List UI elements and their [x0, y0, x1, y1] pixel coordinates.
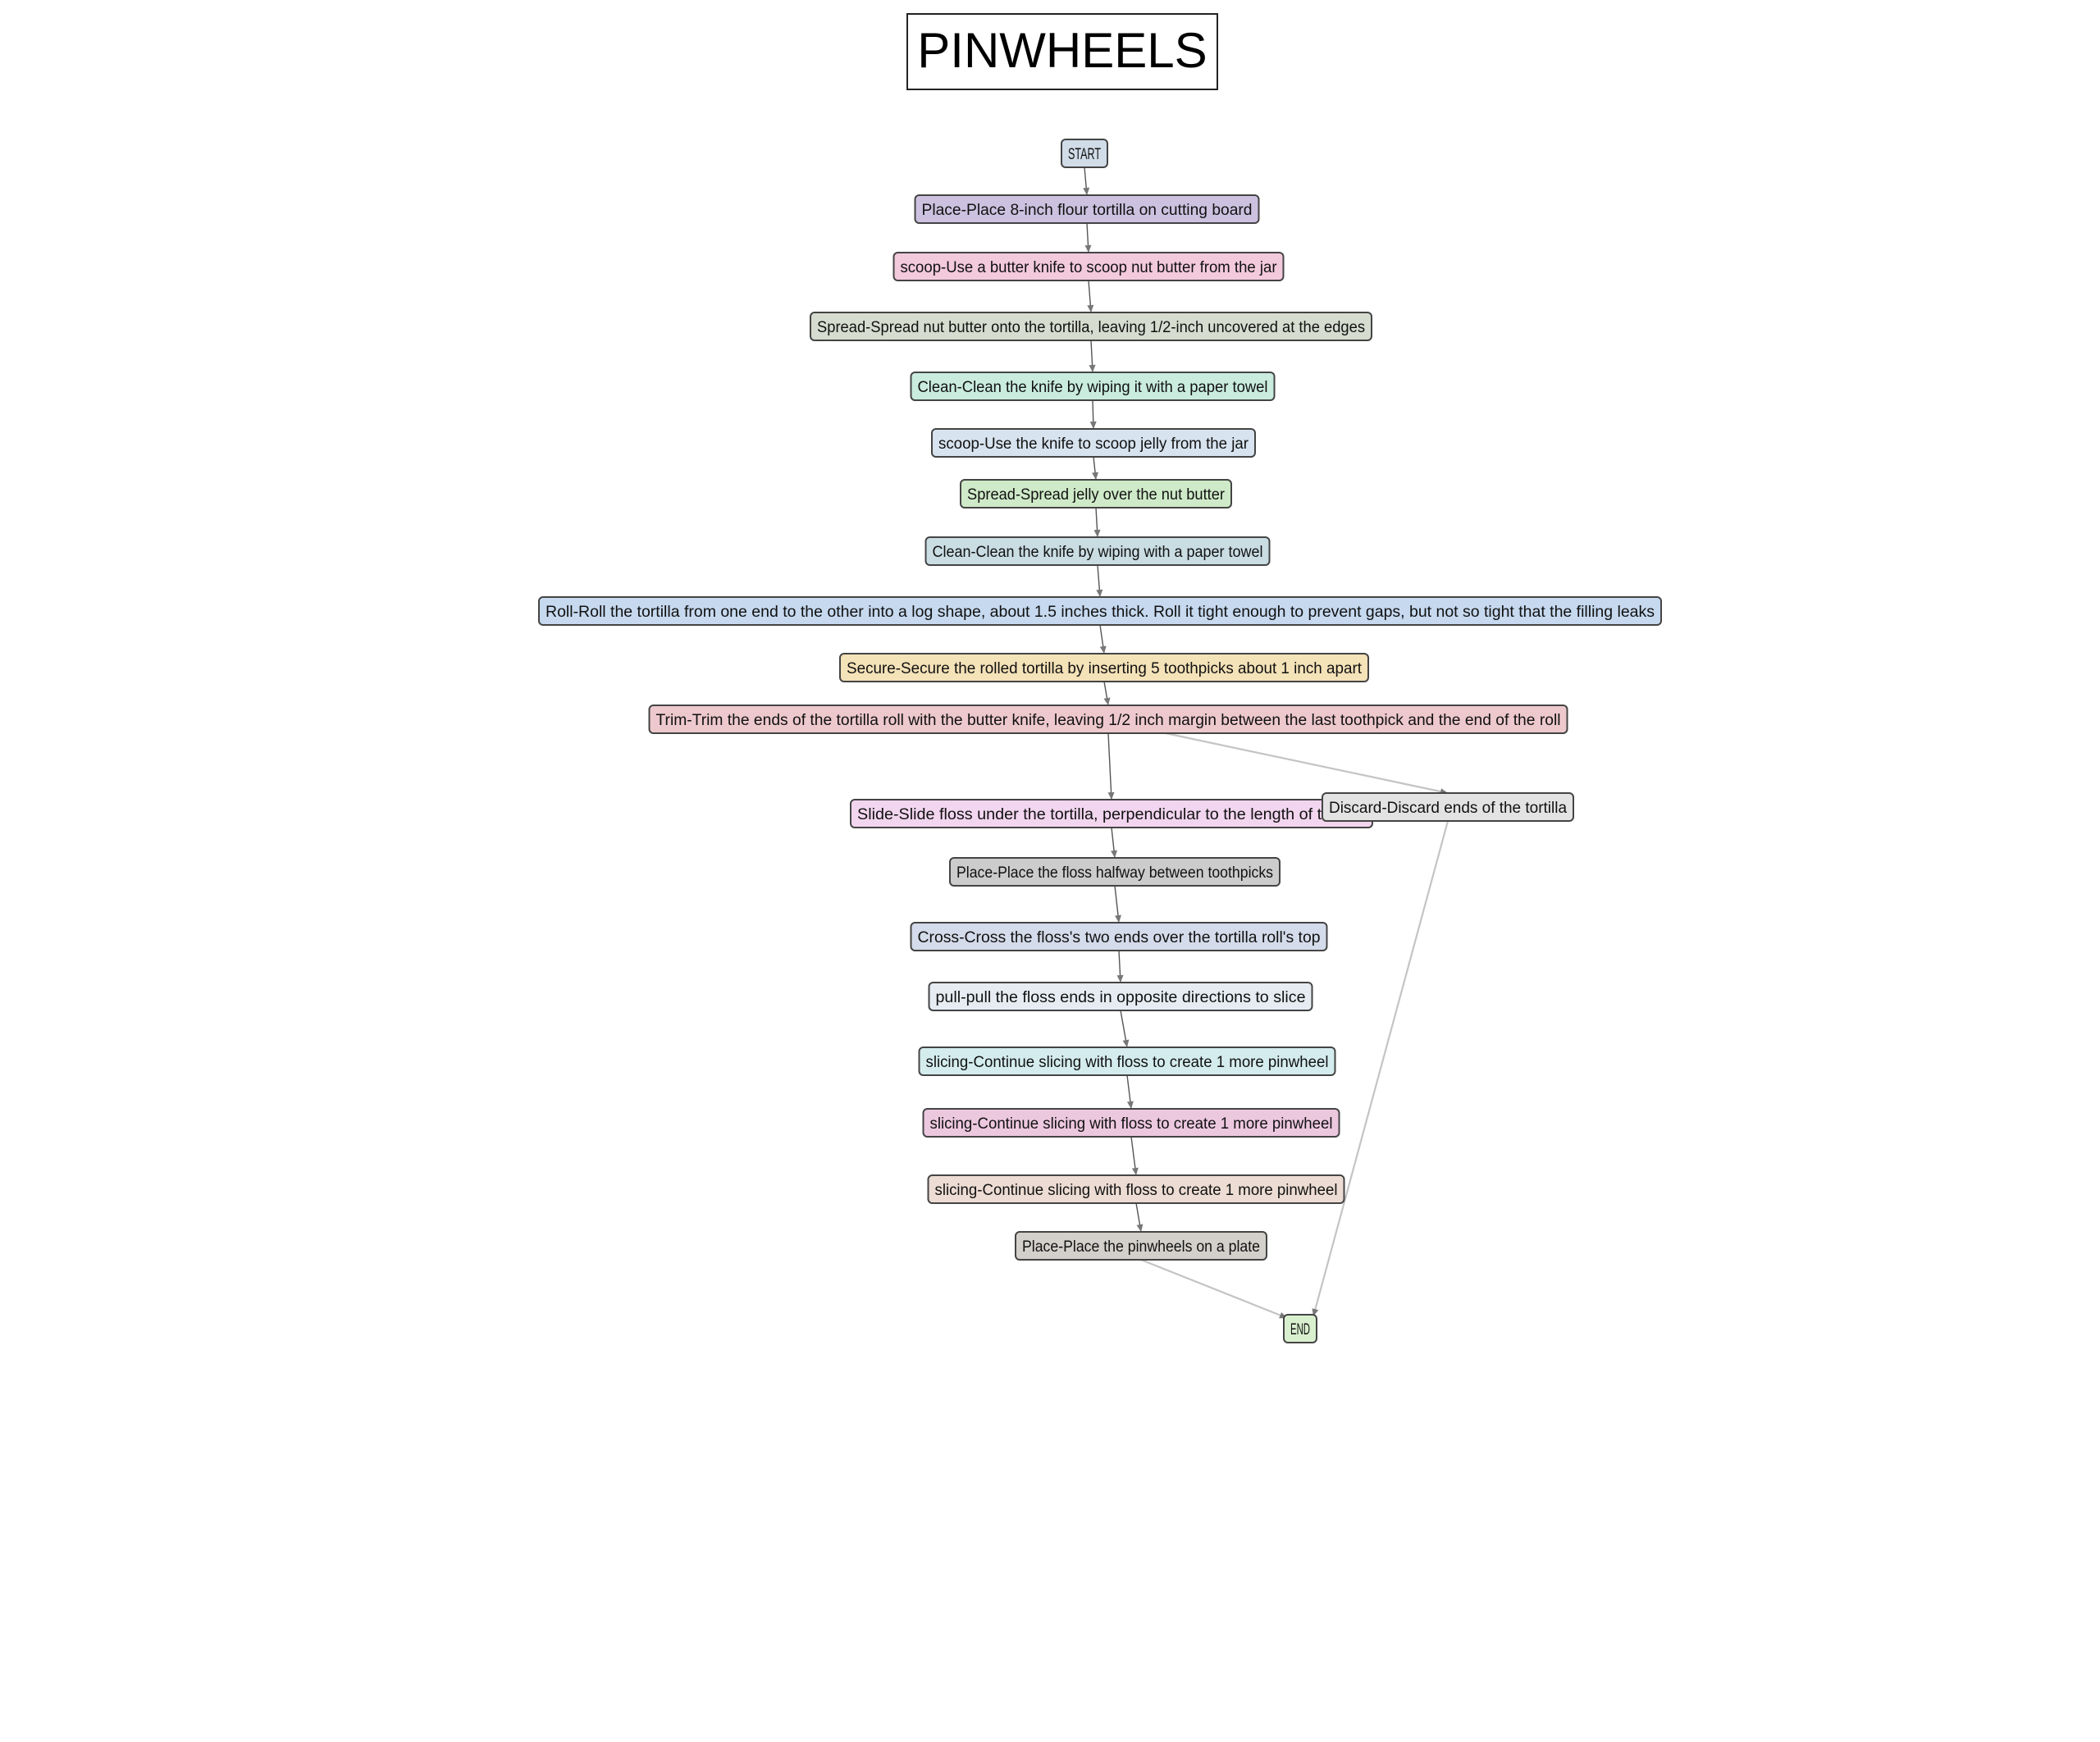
flow-node-label: Secure-Secure the rolled tortilla by ins… [847, 660, 1363, 677]
flow-node-start: START [1061, 139, 1108, 168]
edge-arrowhead [1096, 589, 1103, 597]
flow-node-box [960, 479, 1232, 508]
flow-node-label: Clean-Clean the knife by wiping with a p… [933, 544, 1263, 561]
flow-node-label: Place-Place the floss halfway between to… [956, 864, 1273, 882]
flow-node-box [1061, 139, 1108, 168]
flow-node-n13: Place-Place the floss halfway between to… [949, 857, 1281, 887]
edge-n10-n11 [1107, 732, 1112, 800]
flow-node-label: Trim-Trim the ends of the tortilla roll … [656, 712, 1561, 729]
flow-node-n8: Roll-Roll the tortilla from one end to t… [538, 596, 1662, 626]
flow-node-n4: Clean-Clean the knife by wiping it with … [910, 372, 1276, 401]
flow-node-label: Roll-Roll the tortilla from one end to t… [546, 604, 1655, 621]
flow-node-n9: Secure-Secure the rolled tortilla by ins… [839, 653, 1369, 682]
flow-node-label: END [1290, 1321, 1310, 1338]
edge-arrowhead [1136, 1224, 1144, 1232]
flow-node-label: scoop-Use the knife to scoop jelly from … [938, 436, 1249, 453]
flow-node-box [914, 194, 1260, 224]
title-text: PINWHEELS [917, 23, 1207, 78]
flow-node-box [1283, 1314, 1317, 1343]
edge-arrowhead [1089, 364, 1096, 372]
edge-arrowhead [1122, 1039, 1130, 1047]
flow-node-n7: Clean-Clean the knife by wiping with a p… [924, 536, 1271, 566]
flow-node-box [839, 653, 1369, 682]
flow-node-box [648, 705, 1568, 734]
flow-node-label: START [1068, 146, 1101, 163]
flow-node-label: slicing-Continue slicing with floss to c… [935, 1182, 1338, 1199]
edge-arrowhead [1093, 529, 1101, 537]
flow-node-box [928, 982, 1313, 1011]
flow-node-n14: Cross-Cross the floss's two ends over th… [910, 922, 1328, 951]
flow-node-end: END [1283, 1314, 1317, 1343]
edge-arrowhead [1116, 974, 1124, 983]
flow-node-box [918, 1047, 1336, 1076]
flow-node-box [924, 536, 1271, 566]
diagram-title: PINWHEELS [906, 13, 1218, 90]
edge-arrowhead [1087, 304, 1094, 312]
flow-node-box [910, 922, 1328, 951]
flow-node-n2: scoop-Use a butter knife to scoop nut bu… [892, 252, 1285, 281]
flow-node-n6: Spread-Spread jelly over the nut butter [960, 479, 1232, 508]
edge-arrowhead [1099, 645, 1107, 654]
edge-arrowhead [1092, 472, 1099, 480]
flow-node-n1: Place-Place 8-inch flour tortilla on cut… [914, 194, 1260, 224]
flow-node-box [538, 596, 1662, 626]
flow-node-box [922, 1108, 1340, 1138]
flow-node-n3: Spread-Spread nut butter onto the tortil… [810, 312, 1372, 341]
flow-node-n17: slicing-Continue slicing with floss to c… [922, 1108, 1340, 1138]
edge-arrowhead [1131, 1167, 1139, 1175]
edge-arrowhead [1107, 791, 1115, 800]
flow-node-label: Place-Place 8-inch flour tortilla on cut… [922, 202, 1253, 219]
edge-n10-n12 [1165, 732, 1449, 795]
flow-node-n12: Discard-Discard ends of the tortilla [1322, 792, 1574, 822]
edge-arrowhead [1084, 244, 1092, 253]
flow-node-n19: Place-Place the pinwheels on a plate [1015, 1231, 1267, 1261]
flow-node-label: Clean-Clean the knife by wiping it with … [918, 379, 1268, 396]
flow-node-box [949, 857, 1281, 887]
flow-node-label: Discard-Discard ends of the tortilla [1329, 800, 1567, 817]
edge-arrowhead [1083, 187, 1090, 195]
edge-n19-end [1140, 1258, 1288, 1320]
flow-node-label: Place-Place the pinwheels on a plate [1022, 1238, 1260, 1256]
edge-arrowhead [1103, 697, 1111, 705]
edge-arrowhead [1115, 914, 1121, 923]
edge-arrowhead [1111, 850, 1118, 858]
flow-node-n10: Trim-Trim the ends of the tortilla roll … [648, 705, 1568, 734]
edge-n12-end [1312, 820, 1449, 1317]
flow-node-label: Spread-Spread jelly over the nut butter [967, 486, 1226, 504]
edge-arrowhead [1126, 1101, 1134, 1109]
flow-node-n18: slicing-Continue slicing with floss to c… [927, 1174, 1345, 1204]
flow-node-box [810, 312, 1372, 341]
flow-node-label: slicing-Continue slicing with floss to c… [930, 1115, 1333, 1133]
flow-node-n16: slicing-Continue slicing with floss to c… [918, 1047, 1336, 1076]
flow-node-box [910, 372, 1276, 401]
flow-node-box [931, 428, 1256, 458]
flow-node-box [1015, 1231, 1267, 1261]
edge-arrowhead [1089, 421, 1097, 429]
flow-node-label: pull-pull the floss ends in opposite dir… [936, 989, 1306, 1006]
flow-node-n5: scoop-Use the knife to scoop jelly from … [931, 428, 1256, 458]
flow-node-box [927, 1174, 1345, 1204]
flow-node-label: Slide-Slide floss under the tortilla, pe… [857, 806, 1366, 823]
flow-node-box [1322, 792, 1574, 822]
flow-node-n15: pull-pull the floss ends in opposite dir… [928, 982, 1313, 1011]
flow-node-box [892, 252, 1285, 281]
flow-node-n11: Slide-Slide floss under the tortilla, pe… [850, 799, 1373, 828]
flow-node-label: Spread-Spread nut butter onto the tortil… [817, 319, 1365, 336]
nodes-layer: START Place-Place 8-inch flour tortilla o… [538, 139, 1662, 1343]
flow-node-label: Cross-Cross the floss's two ends over th… [918, 929, 1321, 946]
flow-node-label: slicing-Continue slicing with floss to c… [926, 1054, 1329, 1071]
flow-node-label: scoop-Use a butter knife to scoop nut bu… [901, 259, 1278, 276]
title-box [906, 13, 1218, 90]
edges-layer [1083, 166, 1449, 1320]
